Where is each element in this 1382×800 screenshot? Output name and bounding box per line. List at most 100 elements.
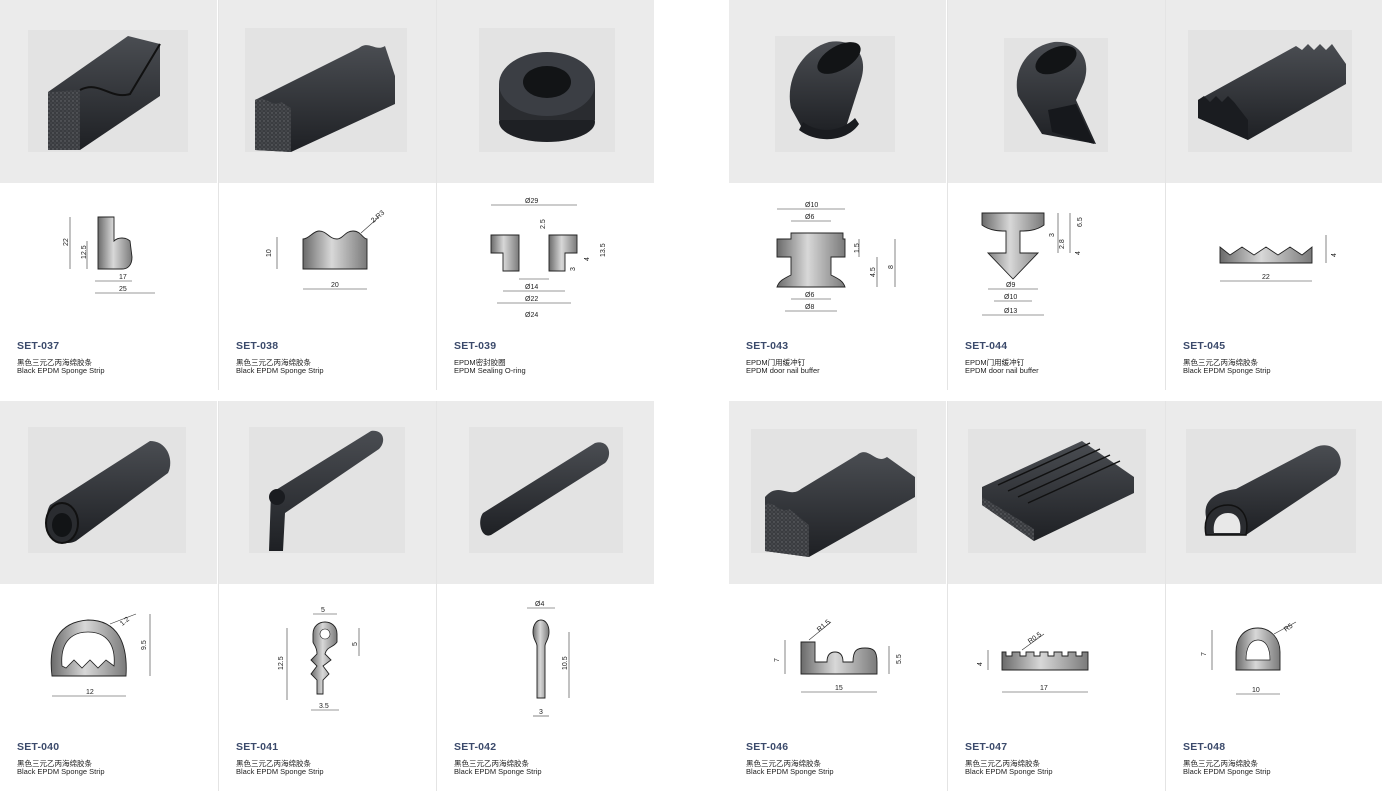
product-name-en: Black EPDM Sponge Strip [454,767,542,776]
product-code: SET-048 [1183,741,1226,753]
product-name-zh: 黑色三元乙丙海绵胶条 [17,358,92,367]
dimension-label: 17 [119,274,127,281]
technical-drawing: 22 12.5 17 25 [0,183,217,333]
dimension-label: 2-R3 [370,209,386,224]
dimension-label: 12 [86,689,94,696]
technical-drawing: Ø10 Ø6 1.5 8 4.5 Ø6 Ø8 [729,183,946,333]
product-code: SET-045 [1183,340,1226,352]
panel-bottom-left: 1.2 9.5 12 SET-040 黑色三元乙丙海绵胶条 Black EPDM… [0,401,654,791]
product-name-en: Black EPDM Sponge Strip [746,767,834,776]
product-code: SET-044 [965,340,1008,352]
product-card-set-048: R5 7 10 SET-048 黑色三元乙丙海绵胶条 Black EPDM Sp… [1165,401,1382,791]
product-photo [219,401,436,584]
dimension-label: Ø10 [1004,294,1017,301]
product-card-set-046: R1.5 7 5.5 15 SET-046 黑色三元乙丙海绵胶条 Black E… [729,401,946,791]
product-code: SET-047 [965,741,1008,753]
panel-top-right: Ø10 Ø6 1.5 8 4.5 Ø6 Ø8 SET-043 EPDM门用缓冲钉… [729,0,1382,390]
panel-bottom-right: R1.5 7 5.5 15 SET-046 黑色三元乙丙海绵胶条 Black E… [729,401,1382,791]
dimension-label: 7 [1201,652,1208,656]
product-name-zh: 黑色三元乙丙海绵胶条 [965,759,1040,768]
product-code: SET-041 [236,741,279,753]
dimension-label: 10.5 [562,656,569,670]
technical-drawing: 3 6.5 2.8 4 Ø9 Ø10 Ø13 [948,183,1165,333]
technical-drawing: Ø4 10.5 3 [437,584,654,734]
dimension-label: Ø24 [525,312,538,319]
product-photo [1166,401,1382,584]
dimension-label: 22 [63,238,70,246]
dimension-label: 12.5 [81,245,88,259]
dimension-label: 9.5 [141,640,148,650]
dimension-label: Ø6 [805,292,814,299]
product-name-en: Black EPDM Sponge Strip [236,366,324,375]
product-name-en: Black EPDM Sponge Strip [1183,366,1271,375]
product-name-zh: 黑色三元乙丙海绵胶条 [17,759,92,768]
product-name-zh: 黑色三元乙丙海绵胶条 [1183,358,1258,367]
product-photo [0,0,217,183]
technical-drawing: 10 2-R3 20 [219,183,436,333]
dimension-label: Ø22 [525,296,538,303]
dimension-label: 2.8 [1059,239,1066,249]
dimension-label: 10 [1252,687,1260,694]
dimension-label: 25 [119,286,127,293]
product-photo [948,0,1165,183]
dimension-label: 7 [774,658,781,662]
dimension-label: Ø29 [525,198,538,205]
dimension-label: 17 [1040,685,1048,692]
dimension-label: Ø10 [805,202,818,209]
product-code: SET-039 [454,340,497,352]
product-name-en: Black EPDM Sponge Strip [1183,767,1271,776]
dimension-label: 22 [1262,274,1270,281]
dimension-label: 5 [321,607,325,614]
technical-drawing: 5 5 12.5 3.5 [219,584,436,734]
product-name-en: Black EPDM Sponge Strip [965,767,1053,776]
dimension-label: 5 [352,642,359,646]
product-card-set-044: 3 6.5 2.8 4 Ø9 Ø10 Ø13 SET-044 EPDM门用缓冲钉… [947,0,1165,390]
product-card-set-040: 1.2 9.5 12 SET-040 黑色三元乙丙海绵胶条 Black EPDM… [0,401,217,791]
dimension-label: 1.2 [119,616,131,628]
panel-top-left: 22 12.5 17 25 SET-037 黑色三元乙丙海绵胶条 Black E… [0,0,654,390]
product-name-en: EPDM door nail buffer [746,366,820,375]
product-photo [729,0,946,183]
technical-drawing: R1.5 7 5.5 15 [729,584,946,734]
product-name-en: Black EPDM Sponge Strip [17,767,105,776]
product-card-set-047: R0.5 4 17 SET-047 黑色三元乙丙海绵胶条 Black EPDM … [947,401,1165,791]
product-code: SET-038 [236,340,279,352]
dimension-label: 4 [1075,251,1082,255]
technical-drawing: 4 22 [1166,183,1382,333]
dimension-label: Ø4 [535,601,544,608]
product-name-zh: 黑色三元乙丙海绵胶条 [746,759,821,768]
dimension-label: 5.5 [896,654,903,664]
dimension-label: Ø13 [1004,308,1017,315]
dimension-label: 15 [835,685,843,692]
product-photo [729,401,946,584]
dimension-label: 3 [539,709,543,716]
dimension-label: R5 [1283,623,1294,634]
dimension-label: 8 [888,265,895,269]
product-code: SET-046 [746,741,789,753]
product-photo [948,401,1165,584]
product-card-set-043: Ø10 Ø6 1.5 8 4.5 Ø6 Ø8 SET-043 EPDM门用缓冲钉… [729,0,946,390]
dimension-label: 4 [584,257,591,261]
product-photo [1166,0,1382,183]
product-photo [219,0,436,183]
dimension-label: 6.5 [1077,217,1084,227]
product-card-set-037: 22 12.5 17 25 SET-037 黑色三元乙丙海绵胶条 Black E… [0,0,217,390]
dimension-label: 2.5 [540,219,547,229]
product-code: SET-037 [17,340,60,352]
dimension-label: 20 [331,282,339,289]
product-photo [437,0,654,183]
dimension-label: 10 [266,249,273,257]
product-name-en: EPDM door nail buffer [965,366,1039,375]
product-name-zh: 黑色三元乙丙海绵胶条 [236,358,311,367]
product-name-en: Black EPDM Sponge Strip [236,767,324,776]
product-card-set-045: 4 22 SET-045 黑色三元乙丙海绵胶条 Black EPDM Spong… [1165,0,1382,390]
dimension-label: 3 [570,267,577,271]
dimension-label: 12.5 [278,656,285,670]
product-name-zh: EPDM密封胶圈 [454,358,506,367]
product-name-en: Black EPDM Sponge Strip [17,366,105,375]
dimension-label: 4.5 [870,267,877,277]
product-card-set-042: Ø4 10.5 3 SET-042 黑色三元乙丙海绵胶条 Black EPDM … [436,401,654,791]
product-name-en: EPDM Sealing O-ring [454,366,526,375]
technical-drawing: R0.5 4 17 [948,584,1165,734]
dimension-label: 4 [1331,253,1338,257]
